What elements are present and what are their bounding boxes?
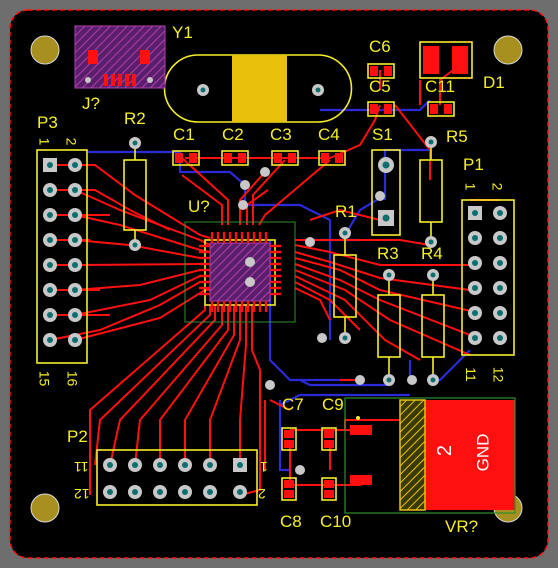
label-u: U? [188, 197, 210, 216]
d1-pad-cathode [452, 46, 468, 74]
label-r3: R3 [377, 244, 399, 263]
label-p1: P1 [463, 155, 484, 174]
label-p3-pin1: 1 [36, 137, 53, 146]
label-p1-pin2: 2 [489, 182, 506, 191]
label-c6: C6 [369, 37, 391, 56]
label-p1-pin11: 11 [462, 367, 479, 382]
d1-pad-anode [423, 46, 439, 74]
label-p2-pin2: 2 [258, 486, 266, 502]
label-s1: S1 [372, 125, 393, 144]
label-c9: C9 [322, 395, 344, 414]
vr-copper-fill [420, 400, 515, 510]
smd-cap-pads [175, 66, 452, 498]
label-c3: C3 [270, 125, 292, 144]
label-c10: C10 [320, 512, 352, 531]
u-pins [199, 232, 281, 312]
label-p3-pin16: 16 [64, 370, 81, 387]
vr-tab-hatch [399, 399, 426, 511]
label-r4: R4 [421, 244, 443, 263]
label-r1: R1 [335, 202, 357, 221]
u-body [209, 242, 271, 302]
label-p3-pin2: 2 [63, 137, 80, 146]
vr-pad-3 [350, 475, 372, 485]
label-d1: D1 [483, 73, 505, 92]
label-p2-pin12: 12 [74, 486, 90, 502]
label-r2: R2 [124, 109, 146, 128]
label-r5: R5 [446, 127, 468, 146]
label-c11: C11 [425, 77, 455, 96]
label-c7: C7 [282, 395, 304, 414]
label-p1-pin1: 1 [462, 182, 479, 191]
label-vr: VR? [445, 517, 479, 536]
label-vr-pin2: 2 [434, 444, 457, 457]
u-courtyard [184, 221, 296, 323]
label-p2: P2 [67, 427, 88, 446]
label-c2: C2 [222, 125, 244, 144]
y1-body [232, 55, 287, 122]
label-c5: C5 [369, 77, 391, 96]
vr-pad-1 [350, 425, 372, 435]
label-p2-pin1: 1 [260, 459, 268, 475]
label-y1: Y1 [172, 23, 193, 42]
label-c4: C4 [318, 125, 340, 144]
label-c8: C8 [280, 512, 302, 531]
label-p3: P3 [37, 113, 58, 132]
label-p1-pin12: 12 [490, 366, 507, 383]
vr-courtyard [344, 397, 516, 514]
j-usb-pins [104, 74, 136, 86]
label-j: J? [82, 94, 100, 113]
label-c1: C1 [173, 125, 195, 144]
label-p3-pin15: 15 [36, 370, 53, 387]
label-vr-gnd: GND [473, 433, 493, 472]
through-hole-pads [43, 136, 507, 499]
label-p2-pin11: 11 [74, 459, 89, 475]
